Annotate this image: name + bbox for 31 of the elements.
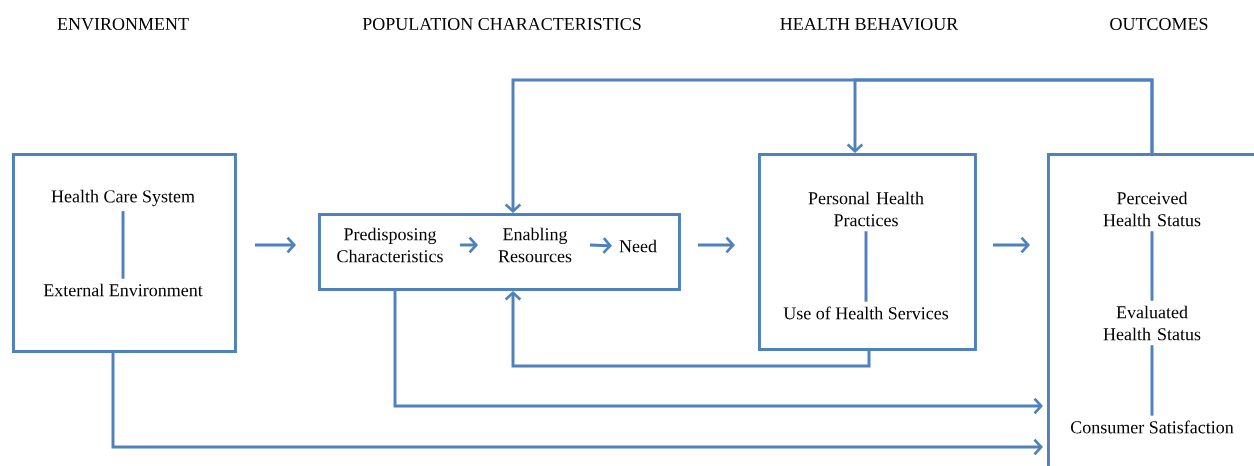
connector-line xyxy=(121,211,125,279)
column-heading: POPULATION CHARACTERISTICS xyxy=(362,17,641,31)
connector-line xyxy=(1150,345,1154,416)
column-heading: OUTCOMES xyxy=(1110,17,1208,31)
stage-box xyxy=(758,153,977,351)
connector-line xyxy=(864,231,868,302)
factor-label: Use of Health Services xyxy=(783,306,949,320)
arrow xyxy=(254,236,296,254)
factor-label: Need xyxy=(619,239,657,253)
arrow xyxy=(504,290,871,368)
factor-label: Enabling Resources xyxy=(498,227,572,263)
arrow xyxy=(697,236,735,254)
stage-box xyxy=(318,213,681,291)
connector-line xyxy=(1150,231,1154,301)
factor-label: Consumer Satisfaction xyxy=(1071,420,1234,434)
arrow xyxy=(111,352,1043,456)
arrow xyxy=(992,236,1030,254)
factor-label: External Environment xyxy=(43,283,203,297)
factor-label: Evaluated Health Status xyxy=(1103,305,1201,341)
factor-label: Perceived Health Status xyxy=(1103,191,1201,227)
stage-box xyxy=(1047,153,1254,466)
arrow xyxy=(459,236,479,254)
factor-label: Health Care System xyxy=(51,189,195,207)
factor-label: Personal Health Practices xyxy=(808,191,924,227)
column-heading: ENVIRONMENT xyxy=(57,17,189,31)
stage-box xyxy=(12,153,237,353)
arrow xyxy=(393,290,1043,415)
arrow xyxy=(846,78,1154,153)
arrow xyxy=(589,237,613,254)
column-heading: HEALTH BEHAVIOUR xyxy=(780,17,959,31)
factor-label: Predisposing Characteristics xyxy=(337,227,443,263)
